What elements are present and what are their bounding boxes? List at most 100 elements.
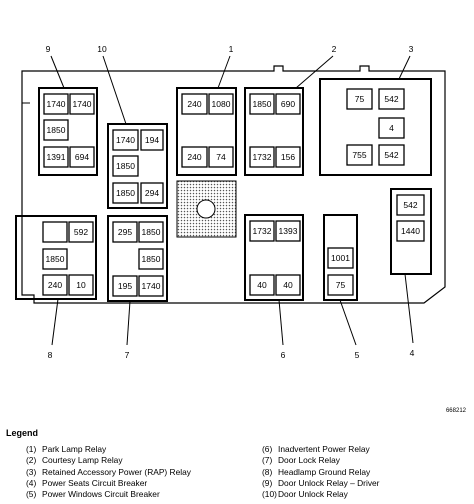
cell xyxy=(249,220,275,242)
figure-id: 668212 xyxy=(445,408,466,414)
cell xyxy=(396,220,425,242)
cell-label: 10 xyxy=(76,280,86,290)
legend-label: Park Lamp Relay xyxy=(42,444,107,454)
legend-item: (7) Door Lock Relay xyxy=(262,455,379,466)
relay-block-8: 592 1850 240 10 xyxy=(15,215,97,300)
mount-hole xyxy=(196,199,216,219)
center-mount-block xyxy=(176,180,237,238)
fuse-block-diagram: 1740 1740 1850 1391 694 1740 194 1850 18… xyxy=(15,44,446,360)
legend-num: (1) xyxy=(26,444,37,454)
legend-num: (2) xyxy=(26,455,37,466)
cell-label: 1391 xyxy=(47,152,66,162)
relay-block-6: 1732 1393 40 40 xyxy=(244,214,304,301)
cell xyxy=(378,117,405,139)
cell xyxy=(69,93,95,115)
cell xyxy=(208,146,234,168)
cell xyxy=(43,146,69,168)
legend-item: (9)Door Unlock Relay – Driver xyxy=(262,478,379,489)
relay-block-9: 1740 1740 1850 1391 694 xyxy=(38,87,98,176)
cell-label: 542 xyxy=(384,150,398,160)
cell-label: 1740 xyxy=(116,135,135,145)
cell-label: 694 xyxy=(75,152,89,162)
legend-column-right: (6)Inadvertent Power Relay (7)Door Lock … xyxy=(262,444,379,500)
callout-6: 6 xyxy=(281,350,286,360)
cell xyxy=(140,129,164,151)
cell-label: 40 xyxy=(257,280,267,290)
legend-num: (3) xyxy=(26,466,37,477)
legend-label: Courtesy Lamp Relay xyxy=(42,455,123,466)
callout-10: 10 xyxy=(97,44,107,54)
callout-9: 9 xyxy=(46,44,51,54)
legend-label: Door Unlock Relay xyxy=(278,489,348,500)
legend-item: (3)Retained Accessory Power (RAP) Relay xyxy=(26,467,191,478)
cell-label: 1740 xyxy=(142,281,161,291)
cell xyxy=(69,146,95,168)
callout-2: 2 xyxy=(332,44,337,54)
cell-label: 1732 xyxy=(253,226,272,236)
cell-label: 240 xyxy=(187,152,201,162)
cell xyxy=(275,274,301,296)
relay-block-7: 295 1850 1850 195 1740 xyxy=(107,215,168,302)
cell-label: 1732 xyxy=(253,152,272,162)
cell-label: 1850 xyxy=(46,254,65,264)
callout-7: 7 xyxy=(125,350,130,360)
cell-label: 690 xyxy=(281,99,295,109)
legend-label: Door Unlock Relay – Driver xyxy=(278,477,380,488)
callout-3: 3 xyxy=(409,44,414,54)
cell-label: 4 xyxy=(389,123,394,133)
cell xyxy=(140,182,164,204)
cell-label: 295 xyxy=(118,227,132,237)
cell-label: 1740 xyxy=(73,99,92,109)
cell-label: 1850 xyxy=(142,227,161,237)
cell-label: 1850 xyxy=(142,254,161,264)
callout-8: 8 xyxy=(48,350,53,360)
cell xyxy=(249,146,275,168)
legend: Legend (1) Park Lamp Relay (2) Courtesy La… xyxy=(0,424,474,504)
cell-label: 592 xyxy=(74,227,88,237)
cell-label: 294 xyxy=(145,188,159,198)
cell-label: 74 xyxy=(216,152,226,162)
legend-item: (4)Power Seats Circuit Breaker xyxy=(26,478,191,489)
cell xyxy=(112,155,139,177)
cell-label: 755 xyxy=(352,150,366,160)
cell xyxy=(138,221,164,243)
cell xyxy=(42,248,68,270)
cell-label: 1080 xyxy=(212,99,231,109)
callout-labels: 9 10 1 2 3 4 5 6 7 8 xyxy=(46,44,415,360)
cell-label: 240 xyxy=(48,280,62,290)
callout-4: 4 xyxy=(410,348,415,358)
cell xyxy=(112,221,138,243)
cell-label: 1850 xyxy=(116,161,135,171)
relay-block-2: 1850 690 1732 156 xyxy=(244,87,304,176)
legend-item: (5) Power Windows Circuit Breaker xyxy=(26,489,191,500)
legend-item: (8)Headlamp Ground Relay xyxy=(262,467,379,478)
legend-item: (2) Courtesy Lamp Relay xyxy=(26,455,191,466)
relay-block-1: 240 1080 240 74 xyxy=(176,87,237,176)
cell-label: 75 xyxy=(336,280,346,290)
legend-num: (7) xyxy=(262,455,273,466)
cell-label: 195 xyxy=(118,281,132,291)
cell-label: 1740 xyxy=(47,99,66,109)
legend-item: (10)Door Unlock Relay xyxy=(262,489,379,500)
legend-label: Headlamp Ground Relay xyxy=(278,466,371,477)
cell xyxy=(112,129,139,151)
cell xyxy=(346,88,373,110)
cell-label: 542 xyxy=(384,94,398,104)
legend-num: (6) xyxy=(262,444,273,454)
cell-label: 40 xyxy=(283,280,293,290)
legend-label: Power Windows Circuit Breaker xyxy=(42,489,160,500)
circuit-breaker-4: 542 1440 xyxy=(390,188,432,275)
cell-label: 1440 xyxy=(401,226,420,236)
legend-label: Door Lock Relay xyxy=(278,455,340,466)
cell xyxy=(181,93,208,115)
cell-label: 156 xyxy=(281,152,295,162)
legend-title: Legend xyxy=(6,428,39,438)
legend-num: (5) xyxy=(26,489,37,500)
cell xyxy=(112,275,138,297)
legend-item: (1) Park Lamp Relay xyxy=(26,444,191,455)
cell-label: 1850 xyxy=(253,99,272,109)
cell xyxy=(43,119,69,141)
leader-lines xyxy=(50,55,414,346)
callout-5: 5 xyxy=(355,350,360,360)
cell xyxy=(138,275,164,297)
